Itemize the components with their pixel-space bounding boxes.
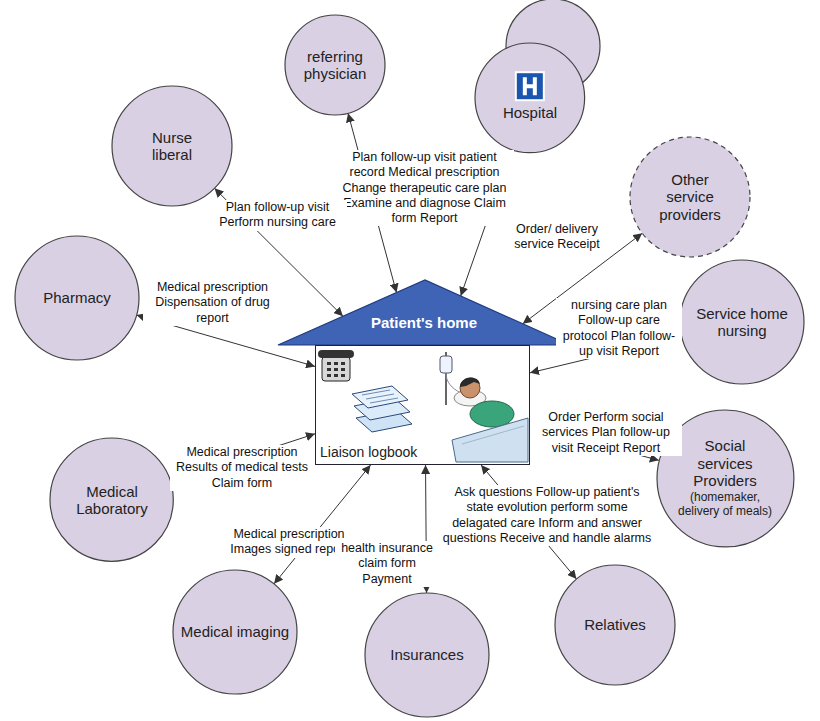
circle-shape (285, 15, 385, 115)
document-sheet (352, 386, 408, 408)
phone-key (341, 374, 345, 377)
actor-circle: Nurse liberal (112, 86, 232, 206)
circle-text-group: Medical imaging (180, 623, 290, 640)
circle-shape (112, 86, 232, 206)
patient-body (470, 401, 514, 427)
circle-shape (365, 593, 489, 717)
edge-label: Medical prescription Results of medical … (170, 445, 314, 491)
phone-key (327, 368, 331, 371)
node-name: referring physician (295, 48, 375, 83)
blanket (452, 418, 528, 462)
telephone-icon (318, 350, 354, 381)
documents-icon (352, 386, 412, 432)
patient-head (460, 378, 480, 398)
actor-circle: Pharmacy (15, 236, 139, 360)
node-name: Other service providers (650, 171, 730, 223)
roof-shape (278, 280, 570, 345)
phone-key (327, 374, 331, 377)
node-name: Service home nursing (692, 305, 792, 340)
circle-shape (15, 236, 139, 360)
circle-text-group: referring physician (295, 48, 375, 83)
node-name: Hospital (503, 104, 557, 121)
circle-text-group: Social services Providers(homemaker, del… (675, 437, 775, 518)
node-name: Nurse liberal (137, 129, 207, 164)
actor-circle: Insurances (365, 593, 489, 717)
patient-hair (460, 378, 480, 387)
node-name: Social services Providers (675, 437, 775, 489)
phone-key (341, 368, 345, 371)
node-note: (homemaker, delivery of meals) (675, 491, 775, 519)
circle-shape (630, 137, 750, 257)
house-roof (278, 280, 570, 465)
hospital-icon (516, 72, 544, 100)
phone-body (322, 357, 350, 381)
edge-label: Plan follow-up visit patient record Medi… (335, 150, 514, 226)
actor-circle: Medical imaging (173, 570, 297, 694)
node-name: Insurances (390, 646, 463, 663)
circle-text-group: Medical Laboratory (57, 483, 167, 518)
document-line (362, 390, 390, 395)
actor-circle: Relatives (555, 565, 675, 685)
circle-text-group: Pharmacy (27, 289, 127, 306)
circle-shape (475, 43, 585, 153)
actor-circle: Hospital (475, 43, 585, 153)
actor-circle: Other service providers (630, 137, 750, 257)
edge-label: nursing care plan Follow-up care protoco… (556, 298, 682, 359)
edge-label: Order/ delivery service Receipt (505, 222, 609, 253)
node-name: Medical imaging (181, 623, 289, 640)
document-line (366, 394, 394, 399)
phone-key (341, 362, 345, 365)
actor-circle: Service home nursing (680, 260, 804, 384)
circle-text-group: Other service providers (650, 171, 730, 223)
node-name: Relatives (584, 616, 646, 633)
actor-circle: referring physician (285, 15, 385, 115)
iv-bag (440, 356, 452, 373)
edge-label: Medical prescription Dispensation of dru… (143, 280, 282, 326)
circle-shape (555, 565, 675, 685)
patient-in-bed (440, 352, 528, 462)
edge-label: Ask questions Follow-up patient's state … (440, 485, 654, 546)
phone-key (334, 374, 338, 377)
house-title: Patient's home (278, 314, 570, 331)
node-name: Medical Laboratory (57, 483, 167, 518)
circle-shape (173, 570, 297, 694)
circle-text-group: Hospital (485, 104, 575, 121)
phone-key (334, 362, 338, 365)
phone-key (334, 368, 338, 371)
edge-label: Plan follow-up visit Perform nursing car… (208, 200, 347, 231)
logbook-label: Liaison logbook (319, 444, 418, 460)
document-line (370, 398, 398, 403)
circle-shape (680, 260, 804, 384)
edge-label: health insurance claim form Payment (335, 541, 439, 587)
home-house: Patient's homeLiaison logbook (278, 280, 570, 465)
edge-label: Order Perform social services Plan follo… (530, 410, 682, 456)
circle-text-group: Nurse liberal (137, 129, 207, 164)
circle-outline (475, 43, 585, 153)
phone-handset (318, 350, 354, 358)
phone-key (327, 362, 331, 365)
circle-text-group: Service home nursing (692, 305, 792, 340)
logbook-box: Liaison logbook (315, 345, 530, 465)
circle-text-group: Relatives (570, 616, 660, 633)
hospital-icon-glyph (523, 77, 537, 95)
blanket-fold (462, 426, 524, 444)
circle-text-group: Insurances (377, 646, 477, 663)
actor-circle: Medical Laboratory (50, 438, 173, 561)
node-name: Pharmacy (43, 289, 111, 306)
circle-shape (50, 438, 173, 561)
